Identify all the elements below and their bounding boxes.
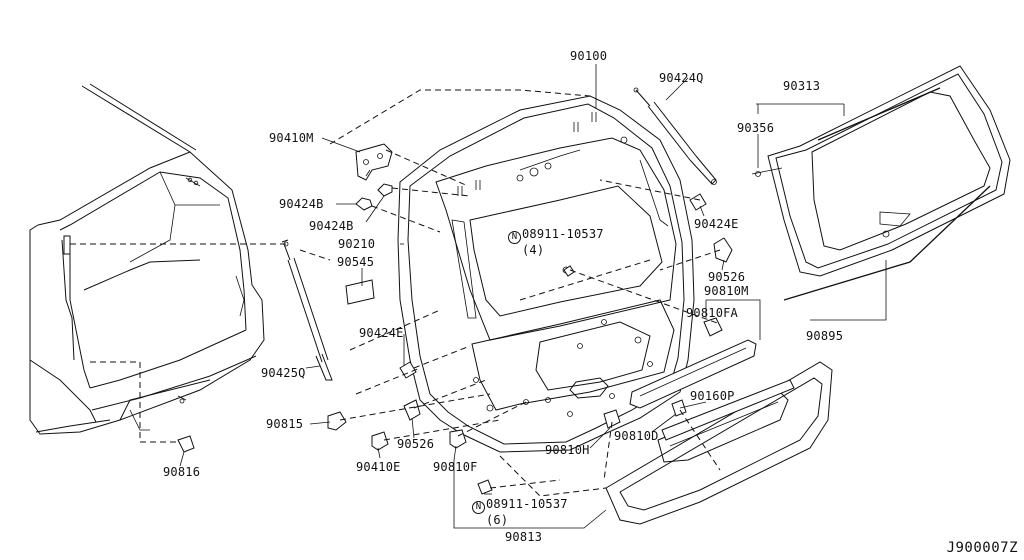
callout-90424E-top[interactable]: 90424E (694, 217, 739, 231)
n-mark-icon: N (472, 501, 485, 514)
callout-90526-top[interactable]: 90526 (708, 270, 746, 284)
part-number: 08911-10537 (522, 227, 604, 241)
bolt-90424E-top (689, 193, 707, 211)
bracket-90526-top (713, 237, 733, 263)
back-window-glass (751, 65, 1011, 301)
part-number: 08911-10537 (486, 497, 568, 511)
bolt-90424B-2 (377, 183, 393, 197)
clip-90810F (449, 429, 467, 449)
callout-90100[interactable]: 90100 (570, 49, 608, 63)
callout-90810FA[interactable]: 90810FA (686, 306, 738, 320)
callout-90410M[interactable]: 90410M (269, 131, 314, 145)
callout-90424Q[interactable]: 90424Q (659, 71, 704, 85)
molding-90160P (661, 379, 795, 441)
finisher-90810M (629, 339, 757, 409)
back-door-garnish (605, 361, 833, 525)
callout-90313[interactable]: 90313 (783, 79, 821, 93)
callout-90424B-2[interactable]: 90424B (309, 219, 354, 233)
cap-90816 (177, 435, 195, 453)
screw-08911-bottom (477, 479, 493, 495)
reference-lines (70, 89, 721, 497)
clip-90815 (327, 411, 347, 431)
clip-90810D (671, 399, 687, 417)
callout-90424E-mid[interactable]: 90424E (359, 326, 404, 340)
callout-90356[interactable]: 90356 (737, 121, 775, 135)
stay-assembly-right (633, 87, 717, 185)
quantity: (6) (486, 513, 509, 527)
callout-90810H[interactable]: 90810H (545, 443, 590, 457)
callout-90815[interactable]: 90815 (266, 417, 304, 431)
callout-90810F[interactable]: 90810F (433, 460, 478, 474)
callout-90410E[interactable]: 90410E (356, 460, 401, 474)
vehicle-rear-body (29, 83, 265, 435)
bracket-90526-low (403, 399, 421, 421)
callout-90424B-1[interactable]: 90424B (279, 197, 324, 211)
quantity: (4) (522, 243, 545, 257)
callout-90816[interactable]: 90816 (163, 465, 201, 479)
screw-08911-top (563, 265, 575, 277)
clip-90810FA (703, 317, 723, 337)
diagram-reference-code: J900007Z (946, 540, 1018, 556)
callout-90895[interactable]: 90895 (806, 329, 844, 343)
callout-90810M[interactable]: 90810M (704, 284, 749, 298)
callout-90545[interactable]: 90545 (337, 255, 375, 269)
bolt-90424B-1 (355, 197, 373, 211)
stay-assembly-left (281, 239, 333, 381)
callout-90210[interactable]: 90210 (338, 237, 376, 251)
callout-90810D[interactable]: 90810D (614, 429, 659, 443)
clip-90810H (603, 409, 621, 429)
callout-90526-low[interactable]: 90526 (397, 437, 435, 451)
label-plate (345, 279, 375, 305)
hinge-assembly (355, 143, 393, 181)
bolt-90410E (371, 431, 389, 451)
leader-lines (179, 64, 887, 529)
callout-90813[interactable]: 90813 (505, 530, 543, 544)
n-mark-icon: N (508, 231, 521, 244)
callout-90425Q[interactable]: 90425Q (261, 366, 306, 380)
callout-90160P[interactable]: 90160P (690, 389, 735, 403)
